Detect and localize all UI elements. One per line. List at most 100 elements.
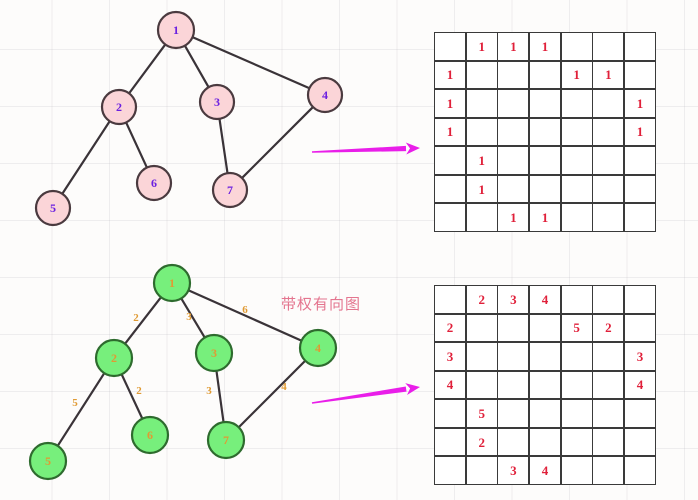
matrix-cell-r3-c7: 3 bbox=[624, 343, 655, 370]
matrix-cell-r7-c6 bbox=[593, 457, 624, 484]
graph-node-3 bbox=[194, 333, 234, 373]
matrix-cell-r2-c3 bbox=[498, 314, 529, 342]
matrix-cell-r3-c7: 1 bbox=[624, 90, 655, 117]
arrow-weighted-head bbox=[405, 383, 420, 395]
matrix-cell-r5-c6 bbox=[593, 400, 624, 427]
graph-node-label: 3 bbox=[211, 346, 217, 360]
matrix-cell-r2-c3 bbox=[498, 61, 529, 89]
graph-edge bbox=[236, 358, 308, 430]
matrix-cell-r7-c1 bbox=[435, 204, 466, 231]
graph-edge bbox=[183, 43, 211, 90]
matrix-cell-r4-c2 bbox=[466, 371, 497, 399]
matrix-cell-r1-c5 bbox=[561, 286, 592, 313]
graph-edge bbox=[120, 372, 144, 421]
matrix-cell-r3-c5 bbox=[561, 90, 592, 117]
graph-node-label: 1 bbox=[169, 276, 175, 290]
matrix-cell-r6-c1 bbox=[435, 175, 466, 203]
matrix-cell-r2-c7 bbox=[624, 314, 655, 342]
transform-arrows bbox=[311, 142, 420, 404]
edge-weight-label: 2 bbox=[136, 385, 142, 397]
arrow-unweighted-head bbox=[405, 142, 420, 155]
matrix-cell-r1-c1 bbox=[435, 33, 466, 60]
matrix-cell-r4-c4 bbox=[529, 118, 561, 146]
matrix-cell-r2-c4 bbox=[529, 61, 561, 89]
matrix-cell-r2-c5: 5 bbox=[561, 314, 592, 342]
matrix-cell-r5-c7 bbox=[624, 147, 655, 174]
matrix-cell-r4-c5 bbox=[561, 371, 592, 399]
matrix-cell-r6-c7 bbox=[624, 428, 655, 456]
matrix-cell-r6-c5 bbox=[561, 428, 592, 456]
matrix-cell-r4-c4 bbox=[529, 371, 561, 399]
matrix-cell-r4-c1: 4 bbox=[435, 371, 466, 399]
graph-edge bbox=[124, 120, 149, 170]
matrix-cell-r7-c3: 1 bbox=[498, 204, 529, 231]
matrix-cell-r5-c3 bbox=[498, 147, 529, 174]
matrix-cell-r2-c2 bbox=[466, 61, 497, 89]
matrix-cell-r1-c5 bbox=[561, 33, 592, 60]
matrix-cell-r2-c6: 2 bbox=[593, 314, 624, 342]
graph-node-6 bbox=[130, 415, 170, 455]
edge-weight-label: 2 bbox=[133, 312, 139, 324]
graph-node-label: 7 bbox=[223, 433, 229, 447]
graph-node-label: 3 bbox=[214, 95, 220, 109]
matrix-cell-r7-c4: 1 bbox=[529, 204, 561, 231]
weighted-edges bbox=[56, 288, 308, 448]
graph-node-label: 2 bbox=[116, 100, 122, 114]
matrix-cell-r1-c1 bbox=[435, 286, 466, 313]
matrix-cell-r3-c3 bbox=[498, 343, 529, 370]
matrix-cell-r1-c7 bbox=[624, 33, 655, 60]
graph-node-7 bbox=[206, 420, 246, 460]
matrix-cell-r3-c1: 1 bbox=[435, 90, 466, 117]
matrix-cell-r6-c3 bbox=[498, 428, 529, 456]
matrix-cell-r1-c4: 1 bbox=[529, 33, 561, 60]
matrix-cell-r6-c2: 1 bbox=[466, 175, 497, 203]
graph-edge bbox=[127, 42, 167, 96]
graph-node-4 bbox=[306, 76, 344, 114]
weighted-digraph-annotation: 带权有向图 bbox=[281, 295, 362, 313]
graph-edge bbox=[240, 105, 315, 180]
matrix-cell-r1-c4: 4 bbox=[529, 286, 561, 313]
matrix-cell-r2-c1: 2 bbox=[435, 314, 466, 342]
graph-node-2 bbox=[94, 338, 134, 378]
edge-weight-label: 3 bbox=[206, 385, 212, 397]
matrix-cell-r3-c1: 3 bbox=[435, 343, 466, 370]
matrix-cell-r2-c7 bbox=[624, 61, 655, 89]
graph-node-label: 5 bbox=[50, 201, 56, 215]
matrix-cell-r2-c6: 1 bbox=[593, 61, 624, 89]
graph-node-label: 1 bbox=[173, 23, 179, 37]
matrix-cell-r7-c1 bbox=[435, 457, 466, 484]
matrix-cell-r7-c5 bbox=[561, 457, 592, 484]
matrix-cell-r5-c1 bbox=[435, 400, 466, 427]
matrix-cell-r1-c2: 1 bbox=[466, 33, 497, 60]
matrix-cell-r4-c6 bbox=[593, 118, 624, 146]
graph-node-4 bbox=[298, 328, 338, 368]
graph-node-3 bbox=[198, 83, 236, 121]
matrix-cell-r5-c2: 1 bbox=[466, 147, 497, 174]
matrix-cell-r3-c2 bbox=[466, 90, 497, 117]
graph-node-label: 4 bbox=[322, 88, 328, 102]
matrix-cell-r4-c7: 1 bbox=[624, 118, 655, 146]
matrix-cell-r3-c4 bbox=[529, 343, 561, 370]
matrix-cell-r6-c5 bbox=[561, 175, 592, 203]
graph-edge bbox=[123, 295, 163, 346]
matrix-cell-r6-c6 bbox=[593, 428, 624, 456]
matrix-cell-r1-c3: 1 bbox=[498, 33, 529, 60]
graph-node-label: 7 bbox=[227, 183, 233, 197]
matrix-cell-r7-c4: 4 bbox=[529, 457, 561, 484]
matrix-cell-r4-c5 bbox=[561, 118, 592, 146]
graph-edge bbox=[179, 296, 207, 340]
matrix-cell-r1-c6 bbox=[593, 286, 624, 313]
graph-edge bbox=[56, 371, 106, 448]
matrix-cell-r1-c3: 3 bbox=[498, 286, 529, 313]
edge-weight-label: 3 bbox=[186, 311, 192, 323]
matrix-cell-r5-c3 bbox=[498, 400, 529, 427]
matrix-cell-r2-c4 bbox=[529, 314, 561, 342]
matrix-cell-r1-c2: 2 bbox=[466, 286, 497, 313]
edge-weight-label: 5 bbox=[72, 397, 78, 409]
matrix-cell-r7-c2 bbox=[466, 204, 497, 231]
matrix-cell-r6-c6 bbox=[593, 175, 624, 203]
